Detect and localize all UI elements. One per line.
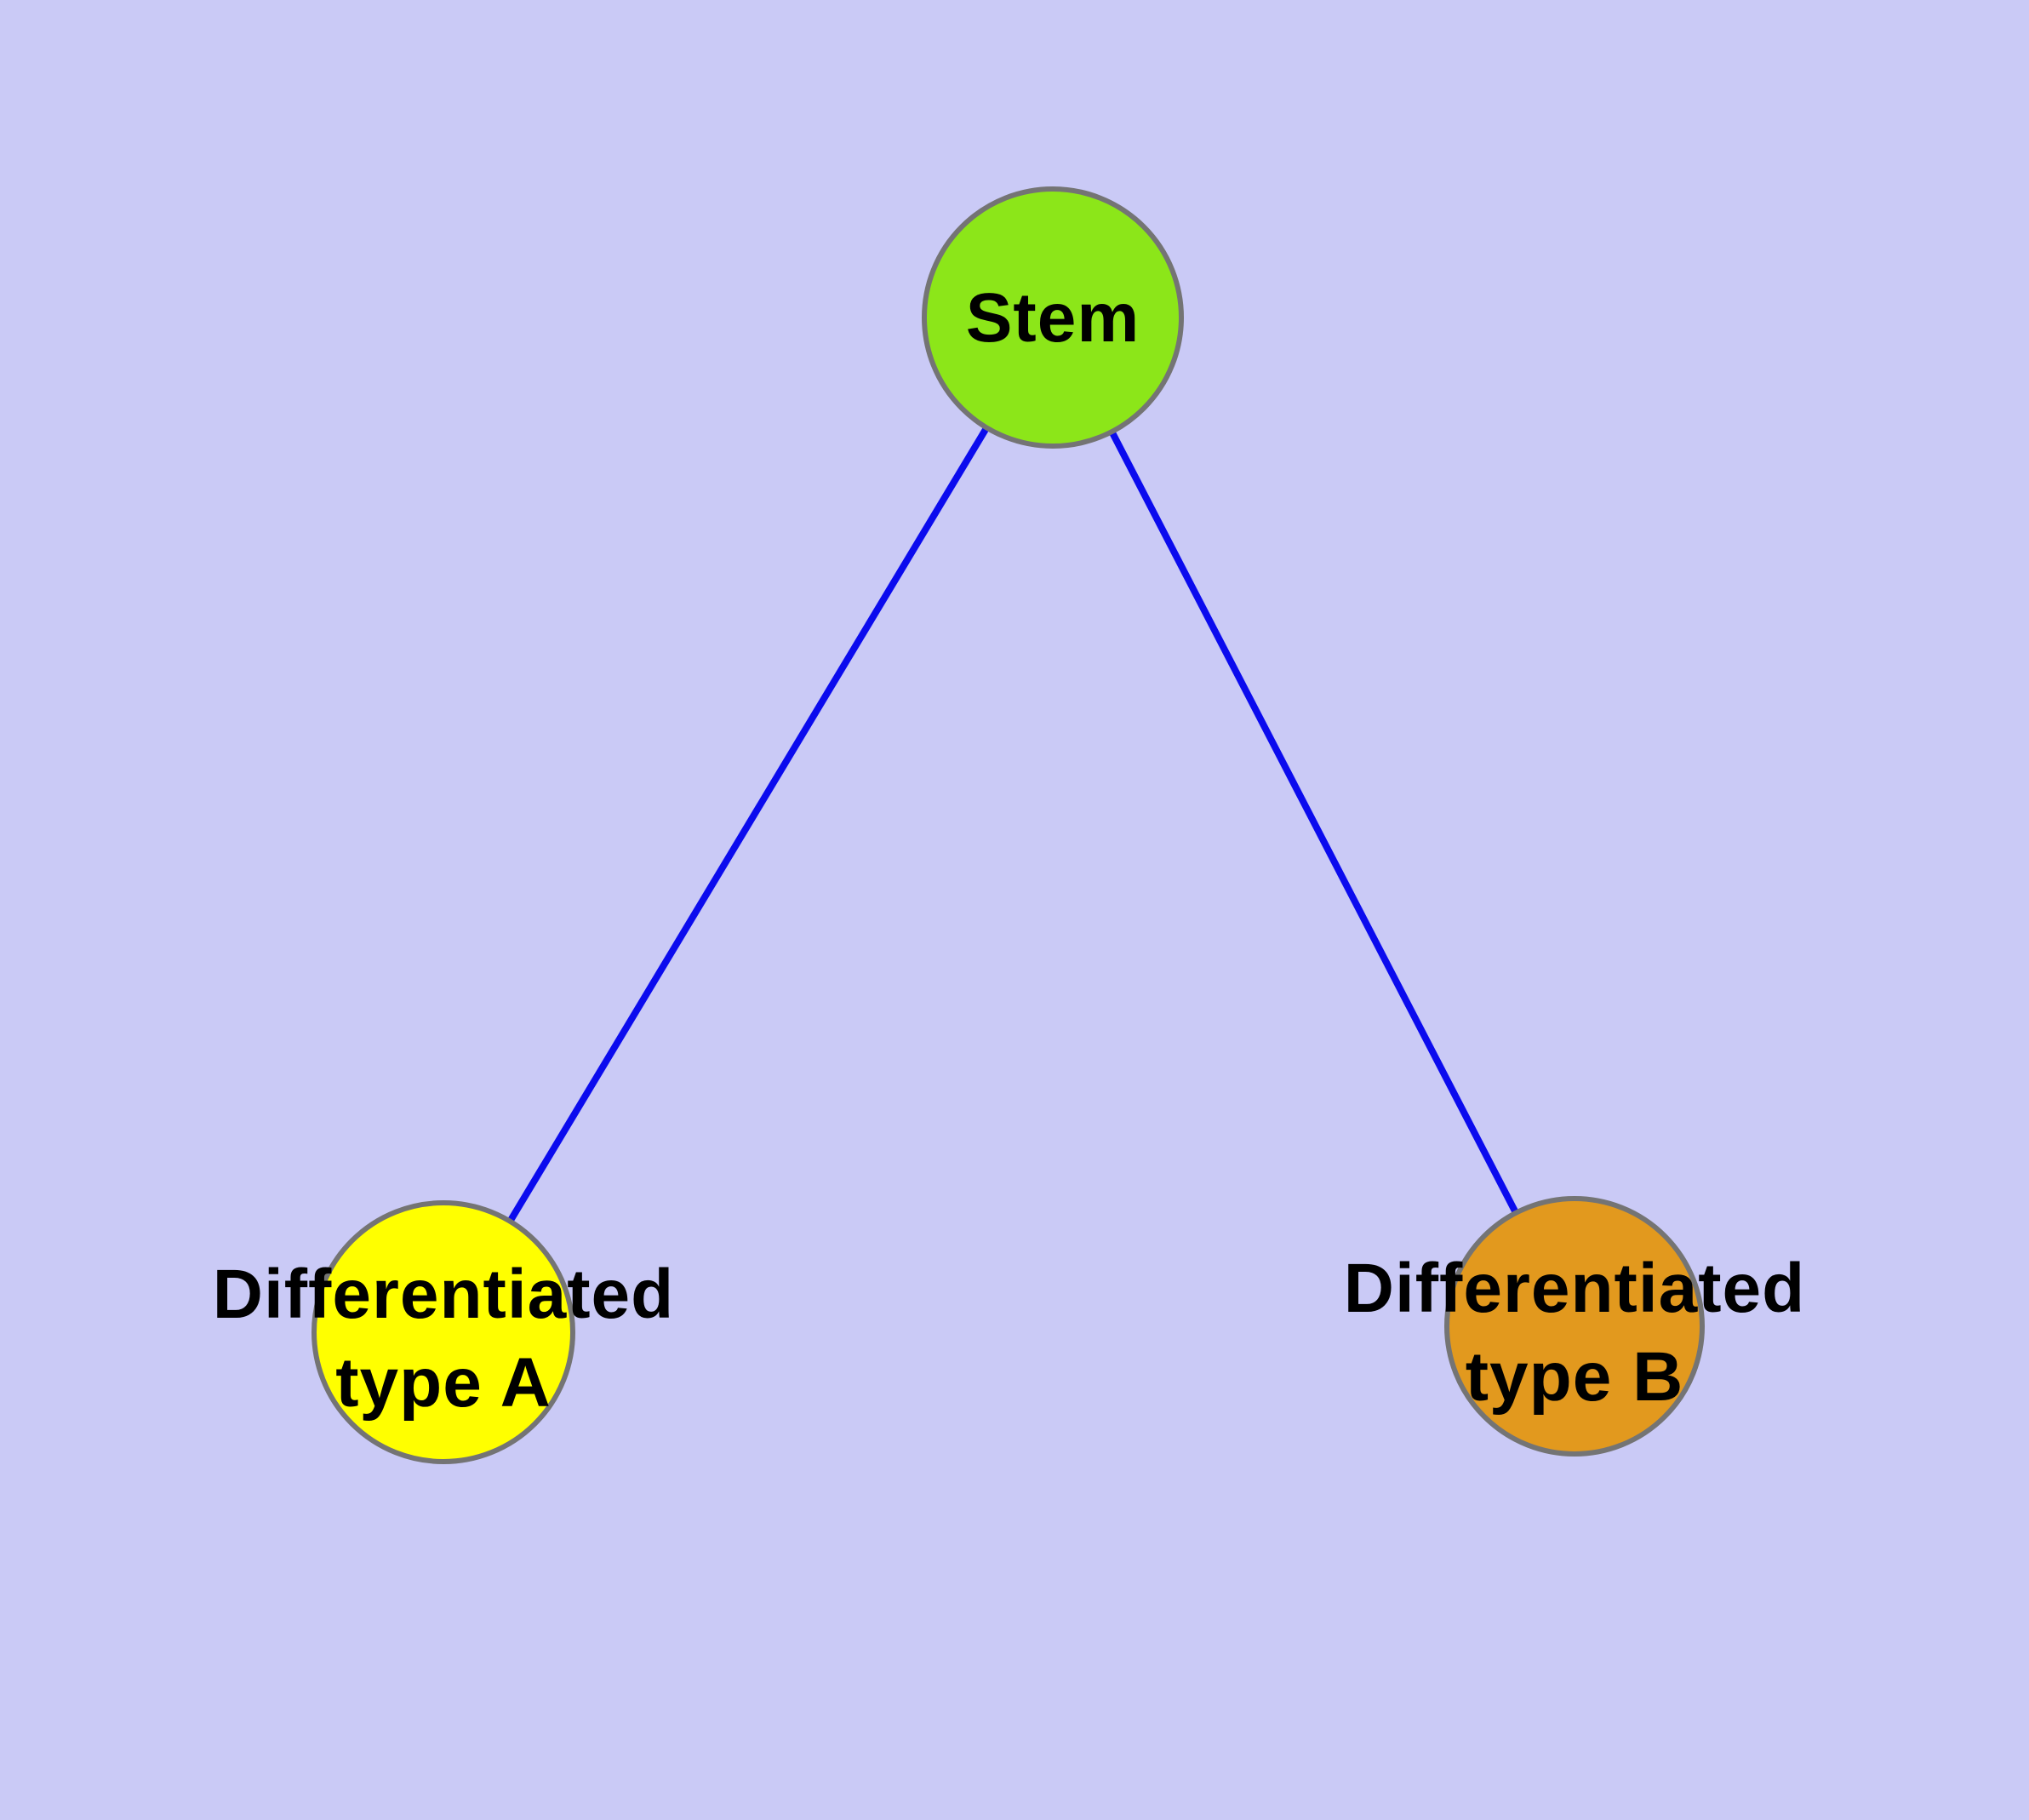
node-differentiated-type-b [1444, 1196, 1705, 1457]
node-stem-label: Stem [966, 279, 1140, 357]
node-type-b-label-line2: type B [1466, 1338, 1684, 1416]
edge-stem-to-type-a [440, 315, 1056, 1335]
node-type-a-label-line2: type A [335, 1344, 552, 1422]
edge-stem-to-type-b [1049, 316, 1578, 1328]
node-type-b-label-line1: Differentiated [1344, 1250, 1806, 1327]
node-stem [922, 186, 1184, 449]
node-type-a-label-line1: Differentiated [213, 1256, 675, 1333]
node-differentiated-type-a [311, 1200, 575, 1464]
